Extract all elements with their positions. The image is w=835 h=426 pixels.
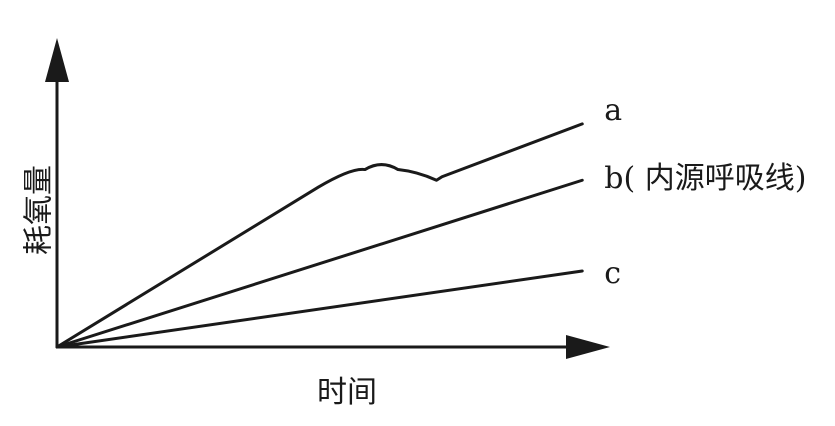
series-line-a	[55, 122, 584, 349]
series-label-c: c	[604, 256, 621, 291]
series-line-b	[55, 178, 584, 349]
series-line-c	[55, 269, 584, 349]
series-label-a: a	[604, 93, 622, 128]
series-label-layer: a b( 内源呼吸线) c	[604, 93, 806, 291]
x-axis-label: 时间	[317, 375, 377, 410]
series-layer	[55, 122, 584, 349]
x-axis-arrow-icon	[566, 335, 610, 359]
y-axis-label: 耗氧量	[22, 165, 57, 255]
y-axis-arrow-icon	[45, 38, 69, 82]
series-label-b: b( 内源呼吸线)	[604, 161, 806, 196]
